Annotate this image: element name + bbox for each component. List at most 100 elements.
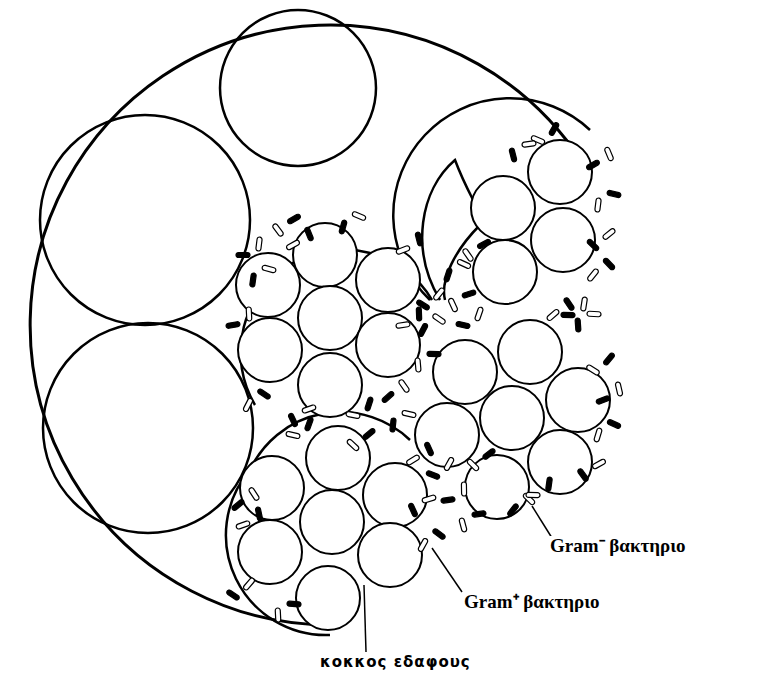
gram-positive-bacterium bbox=[243, 398, 254, 413]
gram-negative-bacterium bbox=[339, 220, 348, 235]
gram-positive-bacterium bbox=[546, 309, 560, 322]
gram-negative-bacterium bbox=[304, 227, 314, 242]
gram-negative-bacterium bbox=[456, 321, 471, 329]
gram-positive-bacterium bbox=[248, 487, 260, 501]
gram-negative-bacterium bbox=[507, 503, 520, 517]
gram-positive-bacterium bbox=[594, 428, 603, 443]
gram-positive-bacterium bbox=[415, 358, 421, 372]
gram-positive-bacterium bbox=[352, 211, 367, 221]
gram-negative-bacterium bbox=[561, 312, 575, 317]
soil-grain bbox=[363, 463, 427, 527]
soil-grain bbox=[528, 430, 592, 494]
gram-positive-bacterium bbox=[396, 245, 411, 255]
gram-negative-bacterium bbox=[226, 321, 241, 328]
gram-positive-bacterium bbox=[286, 431, 301, 439]
gram-positive-bacterium bbox=[286, 239, 301, 250]
gram-positive-bacterium bbox=[302, 404, 317, 413]
leader-line bbox=[532, 506, 552, 538]
soil-grain bbox=[236, 253, 300, 317]
gram-positive-bacterium bbox=[433, 287, 446, 301]
gram-negative-bacterium bbox=[255, 507, 263, 522]
gram-positive-bacterium bbox=[243, 577, 256, 591]
soil-grain bbox=[531, 208, 595, 272]
gram-positive-bacterium bbox=[580, 297, 587, 312]
large-particle bbox=[40, 115, 250, 325]
gram-positive-bacterium bbox=[459, 518, 467, 533]
gram-positive-bacterium bbox=[586, 364, 600, 376]
gram-positive-bacterium bbox=[396, 321, 411, 328]
gram-negative-bacterium bbox=[462, 289, 477, 298]
gram-positive-bacterium bbox=[526, 492, 540, 497]
gram-negative-bacterium bbox=[424, 442, 434, 457]
gram-negative-bacterium bbox=[596, 395, 611, 404]
soil-grain bbox=[298, 353, 362, 417]
gram-positive-bacterium bbox=[595, 198, 602, 213]
gram-positive-bacterium bbox=[443, 457, 454, 472]
soil-grain bbox=[238, 318, 302, 382]
gram-negative-bacterium bbox=[441, 497, 456, 504]
leader-line bbox=[364, 585, 366, 652]
gram-positive-bacterium bbox=[615, 382, 623, 397]
gram-positive-bacterium bbox=[406, 454, 421, 465]
gram-negative-bacterium bbox=[381, 390, 395, 403]
soil-grain bbox=[306, 426, 370, 490]
soil-grain bbox=[296, 566, 360, 630]
gram-negative-bacterium bbox=[416, 307, 421, 321]
gram-negative-bacterium bbox=[287, 601, 301, 607]
soil-grain bbox=[528, 140, 592, 204]
gram-negative-bacterium bbox=[288, 413, 299, 428]
gram-positive-bacterium bbox=[402, 410, 417, 418]
gram-negative-bacterium bbox=[443, 268, 452, 283]
gram-negative-bacterium bbox=[287, 213, 302, 224]
gram-positive-bacterium bbox=[474, 307, 483, 322]
gram-negative-bacterium bbox=[577, 468, 589, 482]
gram-negative-bacterium bbox=[563, 297, 575, 311]
gram-negative-bacterium bbox=[586, 238, 600, 251]
soil-grain bbox=[356, 248, 420, 312]
gram-negative-bacterium bbox=[250, 273, 257, 288]
gram-negative-bacterium bbox=[426, 470, 441, 480]
gram-positive-bacterium bbox=[346, 411, 361, 419]
gram-negative-bacterium bbox=[602, 257, 615, 271]
soil-grain bbox=[356, 313, 420, 377]
gram-positive-bacterium bbox=[522, 141, 537, 148]
soil-grain bbox=[415, 403, 479, 467]
soil-grain bbox=[300, 490, 364, 554]
gram-positive-bacterium bbox=[346, 438, 360, 451]
gram-negative-bacterium bbox=[482, 448, 496, 461]
gram-negative-bacterium bbox=[472, 511, 487, 518]
gram-positive-bacterium bbox=[275, 608, 281, 622]
gram-negative-bacterium bbox=[231, 499, 245, 512]
gram-negative-bacterium bbox=[418, 323, 429, 338]
gram-positive-bacterium bbox=[602, 228, 616, 241]
gram-positive-bacterium bbox=[587, 311, 601, 317]
gram-negative-bacterium bbox=[427, 351, 441, 356]
gram-positive-bacterium bbox=[466, 458, 479, 471]
soil-grain bbox=[238, 520, 302, 584]
gram-negative-bacterium bbox=[408, 503, 418, 518]
soil-grain bbox=[465, 455, 529, 519]
gram-negative-bacterium bbox=[477, 239, 492, 250]
soil-grain bbox=[480, 386, 544, 450]
gram-positive-bacterium bbox=[246, 307, 252, 321]
gram-positive-bacterium bbox=[272, 223, 284, 237]
gram-negative-bacterium bbox=[415, 232, 423, 247]
gram-negative-bacterium bbox=[546, 477, 553, 492]
gram-negative-bacterium bbox=[236, 253, 250, 258]
gram-negative-bacterium bbox=[304, 417, 313, 432]
gram-negative-bacterium bbox=[586, 159, 601, 170]
gram-negative-bacterium bbox=[257, 388, 271, 400]
gram-negative-bacterium bbox=[390, 418, 396, 432]
gram-positive-bacterium bbox=[462, 248, 474, 262]
gram-negative-bacterium bbox=[226, 589, 240, 601]
gram-negative-bacterium bbox=[607, 419, 622, 429]
gram-positive-bacterium bbox=[236, 520, 251, 529]
soil-grain bbox=[473, 240, 537, 304]
gram-positive-bacterium bbox=[448, 298, 458, 313]
gram-negative-bacterium bbox=[548, 122, 559, 137]
callout-label: Gram⁺ βακτηριο bbox=[462, 592, 602, 613]
gram-positive-bacterium bbox=[262, 265, 277, 273]
gram-negative-bacterium bbox=[509, 148, 517, 163]
gram-positive-bacterium bbox=[587, 268, 600, 282]
